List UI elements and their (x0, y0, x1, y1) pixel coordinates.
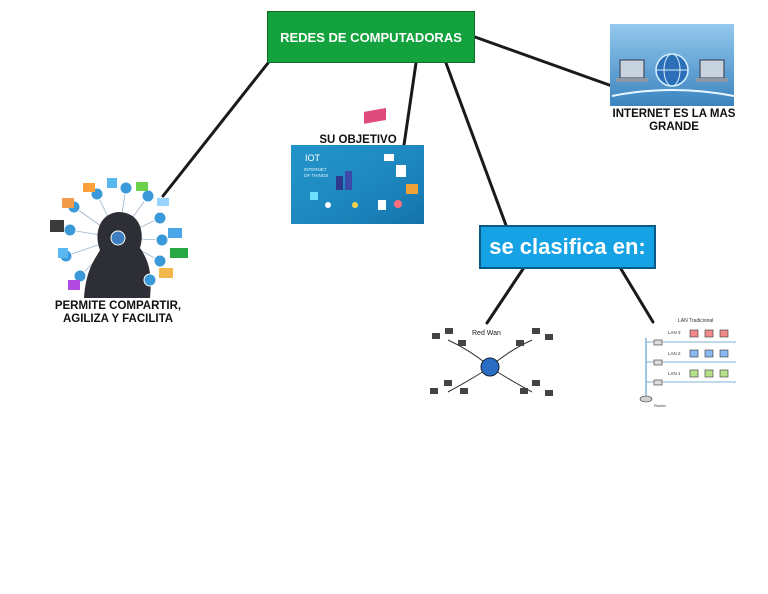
laptop-right-icon (699, 59, 725, 79)
connector-to-internet (473, 35, 614, 88)
iot-subtitle-1: INTERNET (304, 167, 327, 172)
head-silhouette-icon (84, 212, 151, 298)
classification-node[interactable]: se clasifica en: (479, 225, 656, 269)
iot-title: IOT (305, 153, 321, 163)
classification-label: se clasifica en: (489, 234, 646, 259)
connectors (161, 35, 655, 325)
laptop-left-icon (619, 59, 645, 79)
connector-to-wan (485, 267, 525, 325)
connector-to-lan (619, 267, 655, 324)
lan-row-3: LAN 3 (668, 330, 681, 335)
connector-to-sharing (161, 61, 270, 198)
objective-caption: SU OBJETIVO (319, 134, 397, 146)
main-topic-label: REDES DE COMPUTADORAS (280, 29, 462, 45)
sharing-illustration (50, 178, 188, 298)
internet-caption: INTERNET ES LA MAS GRANDE (612, 108, 736, 133)
wan-illustration: Red Wan (430, 328, 553, 396)
lan-row-1: LAN 1 (668, 371, 681, 376)
lan-illustration: LAN Tradicional LAN 3 LAN 2 LAN 1 Router (639, 318, 736, 408)
internet-illustration (610, 24, 735, 106)
router-label: Router (654, 403, 667, 408)
iot-illustration: IOT INTERNET OF THINGS (291, 103, 424, 224)
wan-label: Red Wan (472, 330, 501, 337)
sharing-caption: PERMITE COMPARTIR, AGILIZA Y FACILITA (54, 300, 182, 325)
connector-to-objective (402, 61, 418, 147)
connector-to-classification (444, 61, 509, 230)
lan-row-2: LAN 2 (668, 351, 681, 356)
lan-title: LAN Tradicional (678, 318, 713, 324)
main-topic-node[interactable]: REDES DE COMPUTADORAS (267, 11, 475, 63)
router-icon (639, 395, 653, 403)
wan-globe-icon (480, 357, 500, 377)
iot-subtitle-2: OF THINGS (304, 173, 328, 178)
